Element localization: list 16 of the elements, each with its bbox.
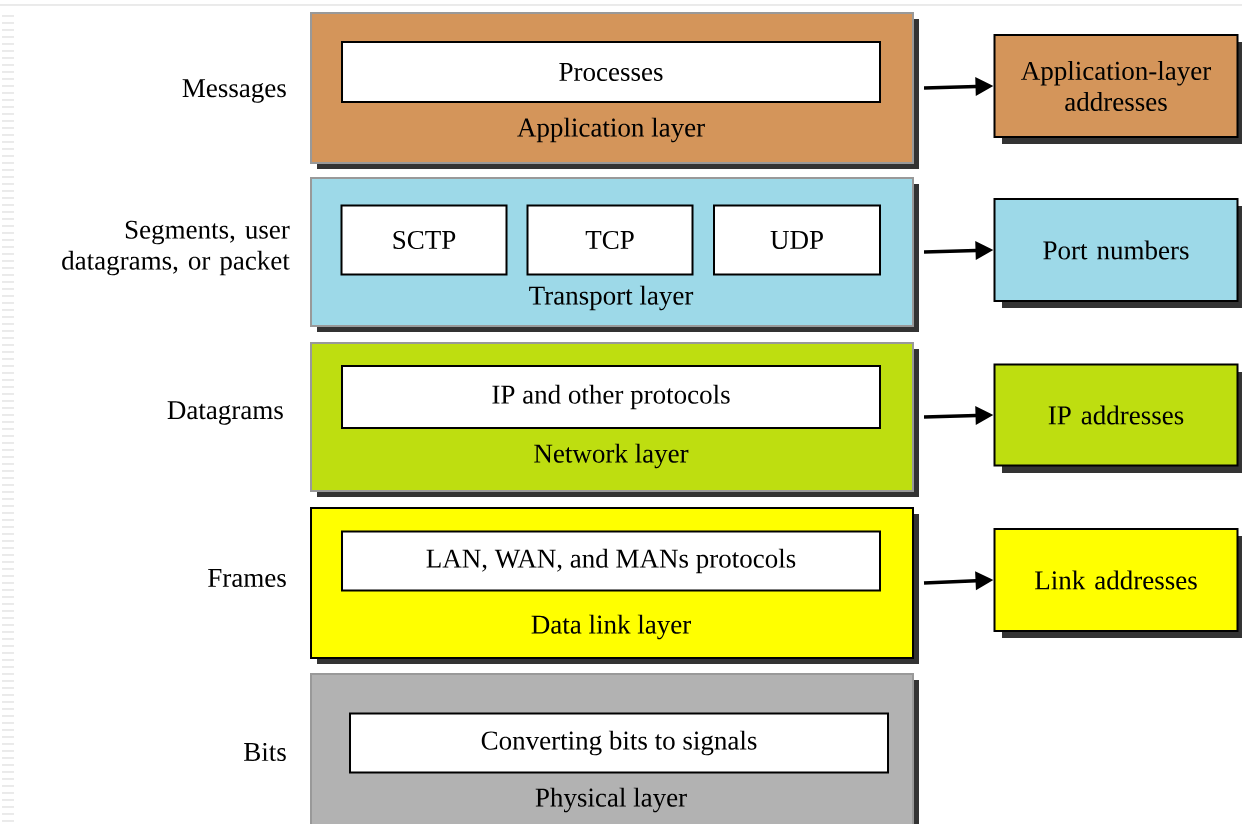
protocol-box: Processes xyxy=(341,41,881,103)
layer-data-unit: Segments, user datagrams, or packet xyxy=(62,220,290,276)
layer-data-unit: Bits xyxy=(244,742,286,762)
protocol-box: UDP xyxy=(713,204,881,276)
address-box: Application-layer addresses xyxy=(993,34,1242,144)
address-box: Link addresses xyxy=(993,528,1242,638)
protocol-box: Converting bits to signals xyxy=(349,712,889,774)
layer-data-unit: Messages xyxy=(182,79,286,103)
address-box: Port numbers xyxy=(993,198,1242,308)
layer-data-unit: Datagrams xyxy=(167,401,283,425)
protocol-box: SCTP xyxy=(340,204,508,276)
address-box: IP addresses xyxy=(993,363,1242,473)
layer-data-unit: Frames xyxy=(208,569,286,587)
protocol-box: IP and other protocols xyxy=(341,365,881,429)
protocol-box: LAN, WAN, and MANs protocols xyxy=(341,530,881,592)
protocol-box: TCP xyxy=(526,204,694,276)
